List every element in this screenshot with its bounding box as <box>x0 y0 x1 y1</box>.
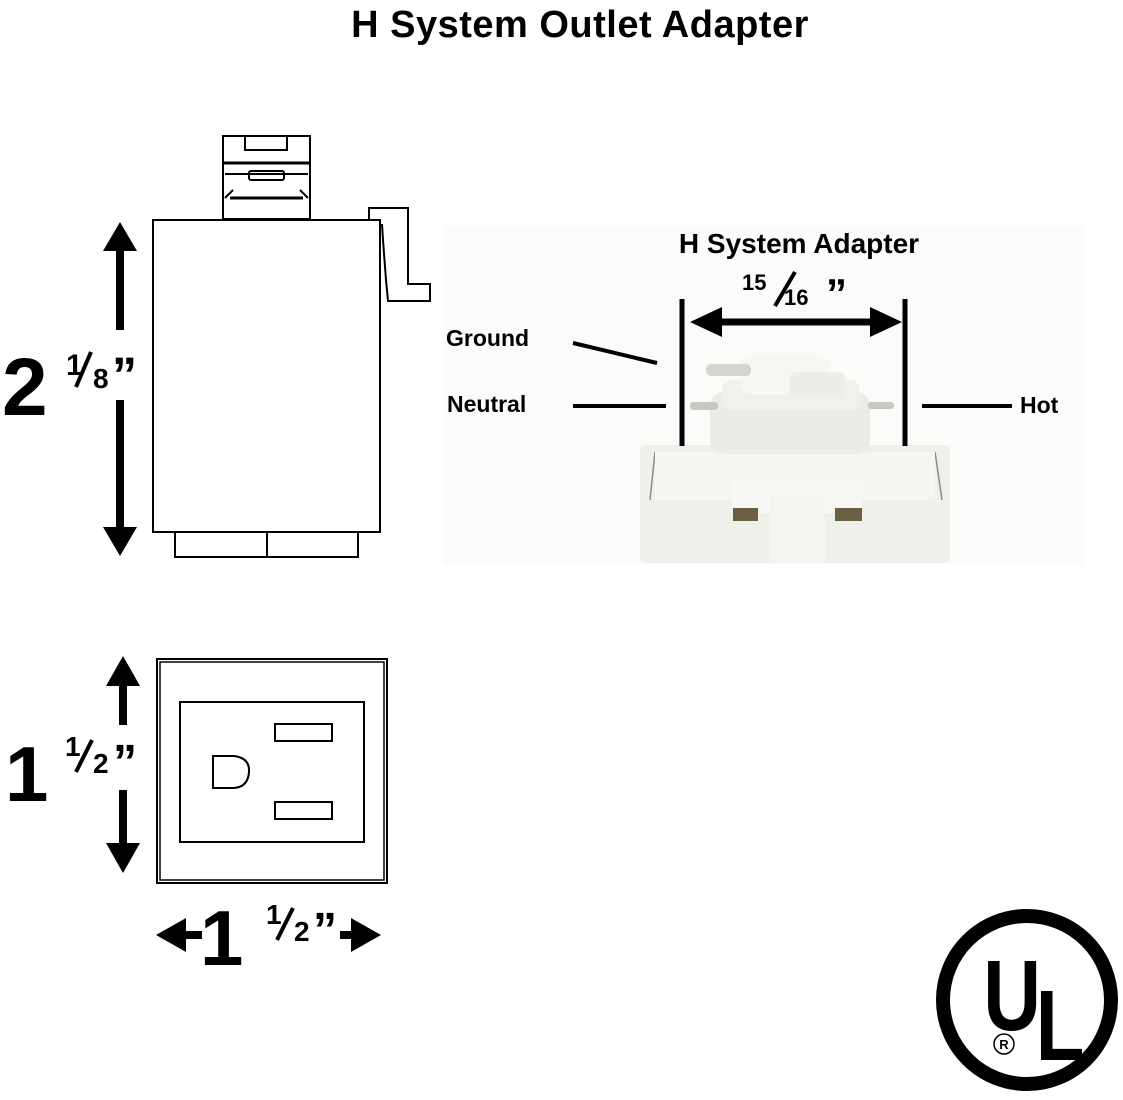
ground-leader-line <box>572 341 658 365</box>
ul-registered-letter: R <box>999 1037 1009 1052</box>
front-height-num: 1 <box>65 731 81 762</box>
ul-certification-mark: U L R <box>936 909 1118 1091</box>
contact-slot-right <box>835 508 862 521</box>
side-latch <box>368 207 431 302</box>
contact-slot-left <box>733 508 758 521</box>
side-view-drawing <box>152 135 431 558</box>
front-height-dimension: 1 1 2 ” <box>5 656 140 873</box>
neutral-label: Neutral <box>447 391 526 417</box>
front-width-inch: ” <box>313 904 337 957</box>
adapter-width-inch: ” <box>826 270 847 317</box>
front-width-num: 1 <box>266 899 282 930</box>
neutral-contact <box>690 402 718 410</box>
front-height-inch: ” <box>113 736 137 789</box>
hot-contact <box>868 402 894 409</box>
hot-label: Hot <box>1020 392 1059 418</box>
side-height-whole: 2 <box>2 342 48 433</box>
ul-letter-l: L <box>1036 971 1085 1083</box>
outlet-slot-top <box>274 723 333 742</box>
track-connector-head <box>222 135 311 220</box>
side-height-den: 8 <box>93 363 109 394</box>
front-width-whole: 1 <box>200 894 243 982</box>
adapter-body <box>152 219 381 533</box>
adapter-width-num: 15 <box>742 270 766 295</box>
bottom-base <box>174 532 359 558</box>
adapter-width-den: 16 <box>784 285 808 310</box>
outlet-ground-hole <box>212 755 251 789</box>
outlet-face <box>179 701 365 843</box>
ground-label: Ground <box>446 325 529 351</box>
front-height-den: 2 <box>93 748 109 779</box>
page-title: H System Outlet Adapter <box>351 4 809 46</box>
side-height-inch: ” <box>112 347 137 403</box>
side-height-num: 1 <box>66 349 83 382</box>
adapter-photo <box>443 226 1083 564</box>
ground-contact <box>706 364 751 376</box>
outlet-slot-bottom <box>274 801 333 820</box>
registered-icon <box>993 1033 1015 1055</box>
front-height-whole: 1 <box>5 730 48 818</box>
adapter-photo-title: H System Adapter <box>679 228 919 259</box>
side-height-dimension: 2 1 8 ” <box>2 222 137 556</box>
front-view-drawing <box>156 658 388 884</box>
front-width-dimension: 1 1 2 ” <box>156 894 381 982</box>
adapter-annotations: H System Adapter 15 16 ” Ground Neutral … <box>446 228 1059 446</box>
front-width-den: 2 <box>294 916 310 947</box>
ul-letter-u: U <box>983 941 1041 1053</box>
